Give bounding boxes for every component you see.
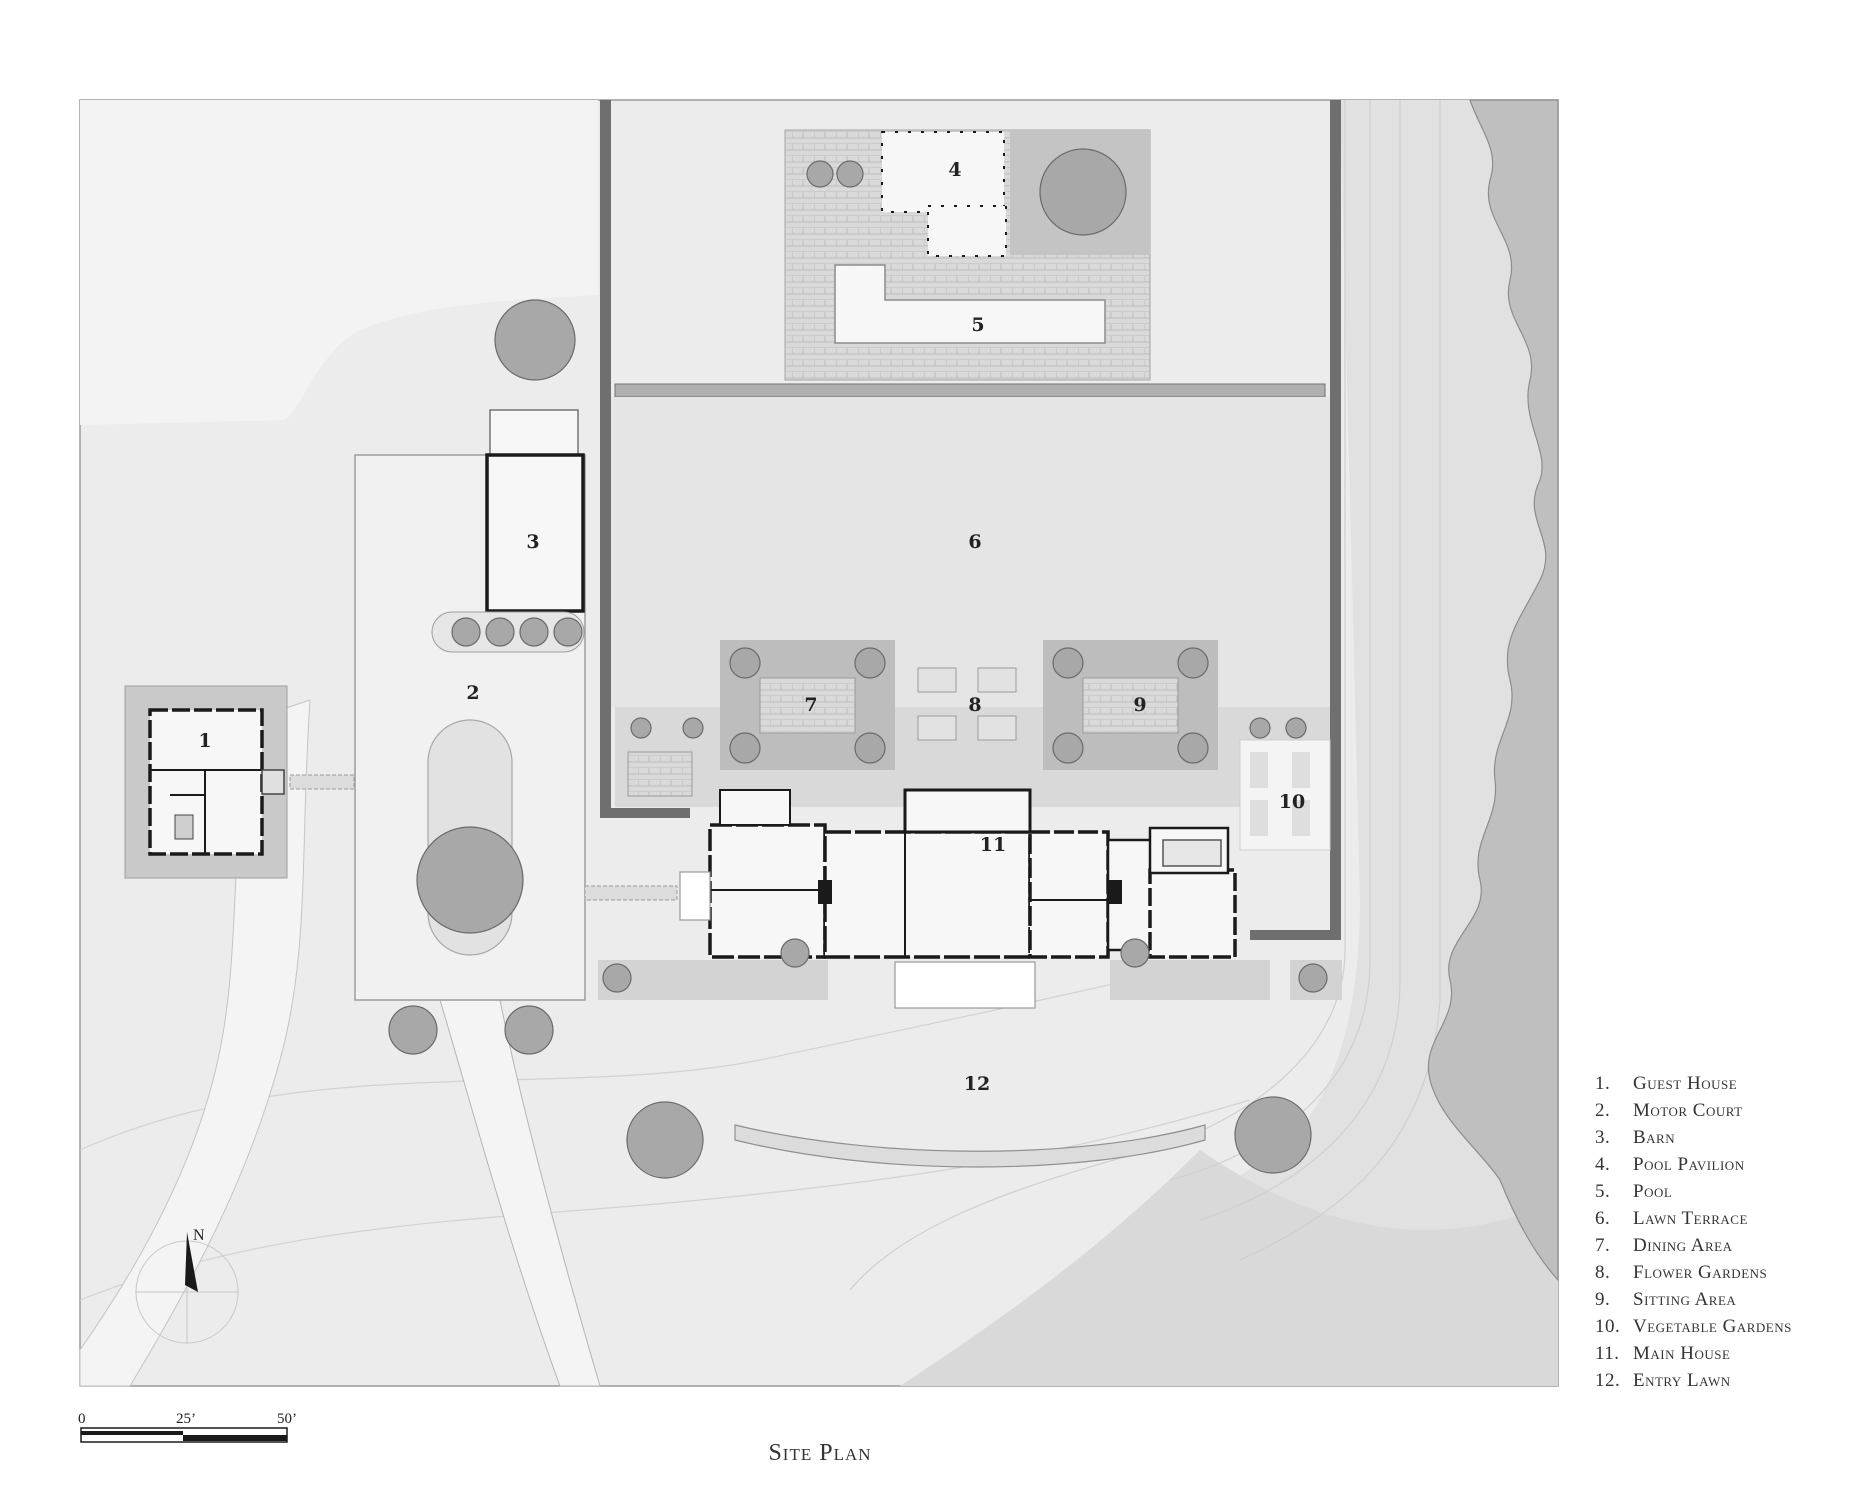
- tree: [1285, 717, 1307, 739]
- legend-item: 9. Sitting Area: [1595, 1286, 1863, 1313]
- legend-label: Barn: [1633, 1127, 1676, 1148]
- tree: [806, 160, 834, 188]
- legend-label: Vegetable Gardens: [1633, 1316, 1792, 1337]
- legend-item: 12. Entry Lawn: [1595, 1367, 1863, 1394]
- tree: [729, 647, 761, 679]
- legend: 1. Guest House 2. Motor Court 3. Barn 4. Poo…: [1595, 1070, 1863, 1394]
- tree: [854, 647, 886, 679]
- north-label: N: [193, 1227, 205, 1244]
- legend-label: Flower Gardens: [1633, 1262, 1768, 1283]
- legend-item: 7. Dining Area: [1595, 1232, 1863, 1259]
- tree: [780, 938, 810, 968]
- legend-label: Lawn Terrace: [1633, 1208, 1748, 1229]
- tree: [504, 1005, 554, 1055]
- legend-item: 5. Pool: [1595, 1178, 1863, 1205]
- legend-item: 6. Lawn Terrace: [1595, 1205, 1863, 1232]
- area-number-2: 2: [466, 682, 479, 704]
- area-number-7: 7: [804, 694, 817, 716]
- garden-walls: [600, 100, 1341, 940]
- tree: [1039, 148, 1127, 236]
- legend-label: Main House: [1633, 1343, 1731, 1364]
- legend-item: 10. Vegetable Gardens: [1595, 1313, 1863, 1340]
- legend-number: 12.: [1595, 1370, 1621, 1391]
- legend-number: 7.: [1595, 1235, 1611, 1256]
- forest-edge: [1427, 99, 1559, 1282]
- tree: [451, 617, 481, 647]
- tree: [1120, 938, 1150, 968]
- legend-number: 8.: [1595, 1262, 1611, 1283]
- legend-item: 2. Motor Court: [1595, 1097, 1863, 1124]
- south-terraces: [598, 960, 1342, 1168]
- legend-item: 11. Main House: [1595, 1340, 1863, 1367]
- north-arrow: N: [135, 1227, 239, 1344]
- legend-label: Pool Pavilion: [1633, 1154, 1745, 1175]
- legend-label: Pool: [1633, 1181, 1673, 1202]
- tree: [388, 1005, 438, 1055]
- tree: [494, 299, 576, 381]
- legend-item: 8. Flower Gardens: [1595, 1259, 1863, 1286]
- legend-number: 4.: [1595, 1154, 1611, 1175]
- tree: [682, 717, 704, 739]
- legend-number: 9.: [1595, 1289, 1611, 1310]
- area-number-8: 8: [968, 694, 981, 716]
- legend-label: Dining Area: [1633, 1235, 1733, 1256]
- legend-number: 1.: [1595, 1073, 1611, 1094]
- tree: [836, 160, 864, 188]
- tree: [602, 963, 632, 993]
- area-number-4: 4: [948, 159, 961, 181]
- area-number-1: 1: [198, 730, 211, 752]
- area-number-3: 3: [526, 531, 539, 553]
- legend-number: 11.: [1595, 1343, 1620, 1364]
- legend-item: 3. Barn: [1595, 1124, 1863, 1151]
- tree: [416, 826, 524, 934]
- area-number-12: 12: [964, 1073, 990, 1095]
- tree: [1052, 732, 1084, 764]
- legend-label: Motor Court: [1633, 1100, 1743, 1121]
- tree: [1249, 717, 1271, 739]
- legend-label: Entry Lawn: [1633, 1370, 1731, 1391]
- area-number-5: 5: [971, 314, 984, 336]
- area-number-6: 6: [968, 531, 981, 553]
- tree: [626, 1101, 704, 1179]
- tree: [1177, 732, 1209, 764]
- tree: [630, 717, 652, 739]
- area-number-9: 9: [1133, 694, 1146, 716]
- tree: [729, 732, 761, 764]
- legend-number: 3.: [1595, 1127, 1611, 1148]
- legend-label: Sitting Area: [1633, 1289, 1737, 1310]
- tree: [1177, 647, 1209, 679]
- area-numbers: 1 2 3 4 5 6 7 8 9 10 11 12: [198, 159, 1305, 1095]
- area-number-10: 10: [1279, 791, 1305, 813]
- legend-number: 5.: [1595, 1181, 1611, 1202]
- legend-number: 10.: [1595, 1316, 1621, 1337]
- legend-item: 4. Pool Pavilion: [1595, 1151, 1863, 1178]
- guest-house-plan: [124, 685, 355, 879]
- scale-tick-0: 0: [78, 1411, 86, 1427]
- tree: [1298, 963, 1328, 993]
- area-number-11: 11: [980, 834, 1006, 856]
- main-house-plan: [584, 788, 1237, 1009]
- tree: [1052, 647, 1084, 679]
- scale-bar: 0 25’ 50’: [78, 1411, 297, 1443]
- legend-number: 6.: [1595, 1208, 1611, 1229]
- legend-number: 2.: [1595, 1100, 1611, 1121]
- tree: [553, 617, 583, 647]
- tree: [854, 732, 886, 764]
- scale-tick-50: 50’: [277, 1411, 297, 1427]
- tree: [485, 617, 515, 647]
- tree: [519, 617, 549, 647]
- tree: [1234, 1096, 1312, 1174]
- legend-item: 1. Guest House: [1595, 1070, 1863, 1097]
- scale-tick-25: 25’: [176, 1411, 196, 1427]
- drawing-title: Site Plan: [768, 1440, 872, 1466]
- trees: [388, 148, 1328, 1179]
- legend-label: Guest House: [1633, 1073, 1738, 1094]
